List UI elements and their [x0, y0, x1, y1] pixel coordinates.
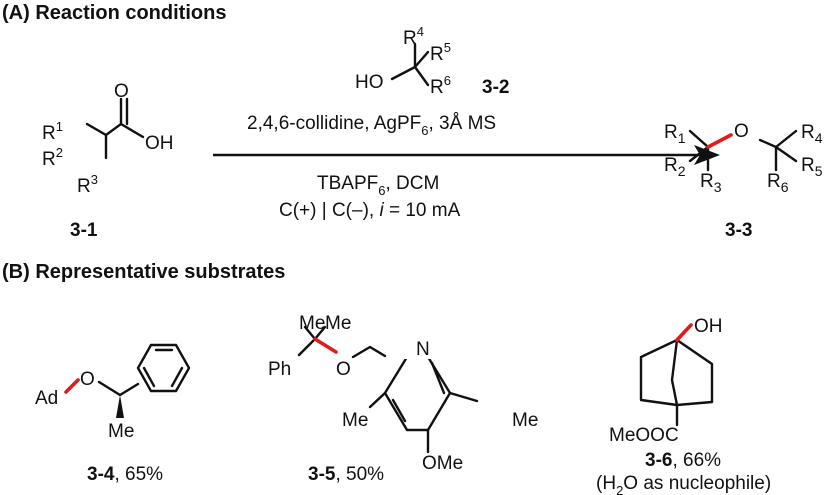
reactant-r3: R3 — [77, 172, 98, 197]
product-r2: R2 — [664, 155, 686, 179]
substrate-3-6-caption: 3-6, 66% — [645, 450, 721, 471]
substrate-3-5-bonds — [297, 325, 387, 359]
methyl-d: Me — [512, 410, 538, 431]
bicyclic-bonds — [639, 338, 714, 427]
new-c-o-bond — [706, 133, 733, 149]
carbonyl-oxygen: O — [114, 81, 129, 102]
alcohol-ho: HO — [355, 72, 384, 93]
product-r6: R6 — [767, 171, 789, 195]
alcohol-r6: R6 — [430, 73, 451, 98]
new-c-o-bond-3-5 — [313, 337, 338, 354]
conditions-line-2: TBAPF6, DCM — [317, 173, 439, 198]
compound-label-3-1: 3-1 — [70, 220, 98, 241]
product-r4: R4 — [801, 122, 823, 146]
methyl-c: Me — [342, 410, 368, 431]
pyridine-nitrogen: N — [416, 339, 430, 360]
product-r1: R1 — [664, 122, 686, 146]
reactant-r1: R1 — [42, 119, 63, 144]
reaction-arrow — [213, 145, 720, 165]
conditions-line-1: 2,4,6-collidine, AgPF6, 3Å MS — [247, 113, 496, 138]
substrate-3-5-oxygen: O — [336, 359, 351, 380]
hydroxyl-group: OH — [145, 133, 174, 154]
substrate-3-4-caption: 3-4, 65% — [87, 464, 163, 485]
wedge-bond — [116, 395, 124, 418]
ester-label: MeOOC — [609, 425, 679, 446]
substrate-3-4-methyl: Me — [108, 421, 134, 442]
adamantyl-label: Ad — [35, 388, 58, 409]
section-a-title: (A) Reaction conditions — [2, 2, 226, 24]
reactant-r2: R2 — [42, 145, 63, 170]
methyl-b: Me — [325, 313, 351, 334]
substrate-3-6-note: (H2O as nucleophile) — [596, 473, 771, 495]
substrate-3-5: Me Me Ph O N Me Me OMe 3-5, 50% — [268, 313, 538, 485]
product-ether-oxygen: O — [734, 121, 749, 142]
phenyl-label: Ph — [268, 359, 291, 380]
substrate-3-4-oxygen: O — [80, 369, 95, 390]
methyl-a: Me — [299, 313, 325, 334]
product-3-3: O R1 R2 R3 R4 R5 R6 3-3 — [664, 121, 823, 241]
section-b-title: (B) Representative substrates — [2, 261, 285, 283]
alcohol-bonds — [390, 42, 430, 87]
compound-label-3-3: 3-3 — [725, 220, 752, 241]
pyridine-ring — [383, 355, 452, 432]
new-c-oh-bond — [675, 323, 693, 342]
reactant-3-1: O OH R1 R2 R3 3-1 — [42, 81, 174, 241]
hydroxyl-label: OH — [694, 316, 723, 337]
conditions-line-3: C(+) | C(–), i = 10 mA — [279, 200, 461, 221]
substrate-3-5-caption: 3-5, 50% — [308, 464, 384, 485]
alcohol-r4: R4 — [403, 24, 424, 49]
product-r5: R5 — [801, 155, 823, 179]
substrate-3-4-bonds — [97, 380, 140, 397]
substrate-3-6: OH MeOOC 3-6, 66% (H2O as nucleophile) — [596, 316, 771, 495]
phenyl-inner-bonds — [142, 348, 184, 388]
new-ad-o-bond — [64, 378, 80, 394]
alcohol-3-2: HO R4 R5 R6 3-2 — [355, 24, 509, 98]
compound-label-3-2: 3-2 — [482, 77, 509, 98]
reactant-bonds — [85, 97, 145, 160]
substrate-3-4: Ad O Me 3-4, 65% — [35, 343, 191, 485]
methoxy-label: OMe — [422, 453, 463, 474]
phenyl-ring — [136, 343, 191, 393]
product-r3: R3 — [700, 171, 722, 195]
pyridine-substituent-bonds — [368, 361, 479, 454]
n-label-bg — [399, 337, 439, 359]
alcohol-r5: R5 — [430, 40, 451, 65]
